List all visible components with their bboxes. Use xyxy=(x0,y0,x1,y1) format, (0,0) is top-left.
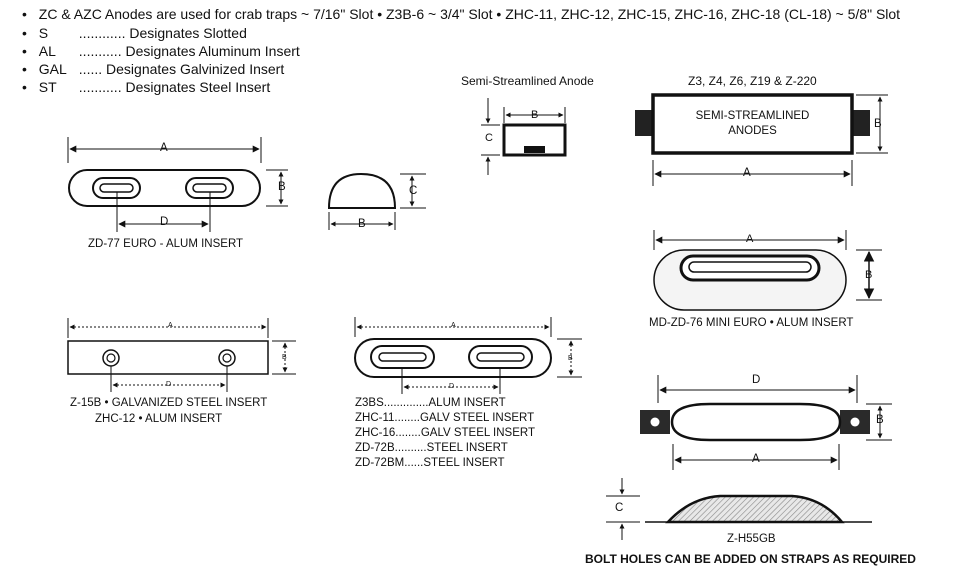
semi-streamlined-title: Semi-Streamlined Anode xyxy=(461,74,594,88)
bullet: • xyxy=(22,61,27,77)
note-key: S xyxy=(38,25,49,41)
dim-label-d: D xyxy=(166,381,172,388)
z15b-drawing xyxy=(67,318,296,392)
model-code: ZD-72BM xyxy=(355,457,405,469)
note-text: ...... Designates Galvinized Insert xyxy=(78,61,285,77)
model-code: ZHC-11 xyxy=(355,412,395,424)
half-round-profile xyxy=(327,172,426,230)
z15b-caption-line2: ZHC-12 • ALUM INSERT xyxy=(95,413,223,425)
strap-anode-drawing xyxy=(640,375,892,470)
list-item: ZHC-11........GALV STEEL INSERT xyxy=(355,412,535,425)
leader-dots: ...... xyxy=(404,457,424,469)
list-item: ZD-72B..........STEEL INSERT xyxy=(355,442,508,455)
zd77-drawing xyxy=(67,137,288,232)
note-row: • S ............ Designates Slotted xyxy=(22,26,247,40)
dim-label-a: A xyxy=(168,322,173,329)
insert-type: STEEL INSERT xyxy=(426,442,508,454)
model-code: ZD-72B xyxy=(355,442,395,454)
bullet: • xyxy=(22,25,27,41)
zh55gb-caption: Z-H55GB xyxy=(727,533,776,545)
dim-label-a: A xyxy=(752,453,760,465)
note-key: GAL xyxy=(38,61,67,77)
z15b-caption-line1: Z-15B • GALVANIZED STEEL INSERT xyxy=(70,397,268,409)
model-code: Z3BS xyxy=(355,397,384,409)
note-text: ........... Designates Steel Insert xyxy=(78,79,271,95)
insert-type: GALV STEEL INSERT xyxy=(420,427,536,439)
leader-dots: ........ xyxy=(395,427,421,439)
note-row: • AL ........... Designates Aluminum Inse… xyxy=(22,44,300,58)
dim-label-d: D xyxy=(449,383,455,390)
semi-streamlined-section xyxy=(481,98,567,175)
dim-label-b: B xyxy=(282,354,287,361)
zh55gb-drawing xyxy=(606,478,872,540)
leader-dots: ........ xyxy=(394,412,420,424)
footer-note: BOLT HOLES CAN BE ADDED ON STRAPS AS REQ… xyxy=(585,552,916,566)
bullet: • xyxy=(22,79,27,95)
dim-label-a: A xyxy=(746,233,754,245)
model-code: ZHC-16 xyxy=(355,427,396,439)
note-row: • ST ........... Designates Steel Insert xyxy=(22,80,270,94)
dim-label-b: B xyxy=(531,109,539,121)
note-row: • GAL ...... Designates Galvinized Insert xyxy=(22,62,284,76)
leader-dots: .............. xyxy=(383,397,429,409)
mdzd76-drawing xyxy=(653,230,882,311)
note-text: ........... Designates Aluminum Insert xyxy=(78,43,300,59)
dim-label-c: C xyxy=(409,185,418,197)
dim-label-b: B xyxy=(568,355,573,362)
dim-label-a: A xyxy=(451,322,456,329)
z-models-title: Z3, Z4, Z6, Z19 & Z-220 xyxy=(688,74,817,88)
z3bs-drawing xyxy=(354,317,582,394)
bullet: • xyxy=(22,43,27,59)
list-item: Z3BS..............ALUM INSERT xyxy=(355,397,506,410)
dim-label-c: C xyxy=(485,132,493,144)
box-label-line1: SEMI-STREAMLINED xyxy=(695,110,810,122)
mdzd76-caption: MD-ZD-76 MINI EURO • ALUM INSERT xyxy=(649,317,854,329)
note-row: • ZC & AZC Anodes are used for crab trap… xyxy=(22,7,900,21)
zd77-caption: ZD-77 EURO - ALUM INSERT xyxy=(88,238,244,250)
insert-type: ALUM INSERT xyxy=(428,397,506,409)
dim-label-a: A xyxy=(743,167,751,179)
dim-label-d: D xyxy=(752,374,761,386)
dim-label-a: A xyxy=(160,142,168,154)
insert-type: STEEL INSERT xyxy=(423,457,505,469)
list-item: ZHC-16........GALV STEEL INSERT xyxy=(355,427,536,440)
note-text: ZC & AZC Anodes are used for crab traps … xyxy=(38,6,901,22)
dim-label-b: B xyxy=(358,218,366,230)
z-models-box-drawing xyxy=(635,93,888,186)
dim-label-d: D xyxy=(160,216,169,228)
list-item: ZD-72BM......STEEL INSERT xyxy=(355,457,505,470)
note-text: ............ Designates Slotted xyxy=(78,25,247,41)
note-key: ST xyxy=(38,79,57,95)
dim-label-b: B xyxy=(865,269,873,281)
dim-label-b: B xyxy=(874,118,882,130)
leader-dots: .......... xyxy=(394,442,427,454)
dim-label-c: C xyxy=(615,502,624,514)
note-key: AL xyxy=(38,43,56,59)
insert-type: GALV STEEL INSERT xyxy=(419,412,535,424)
dim-label-b: B xyxy=(278,181,286,193)
box-label-line2: ANODES xyxy=(728,125,777,137)
dim-label-b: B xyxy=(876,414,884,426)
bullet: • xyxy=(22,6,27,22)
